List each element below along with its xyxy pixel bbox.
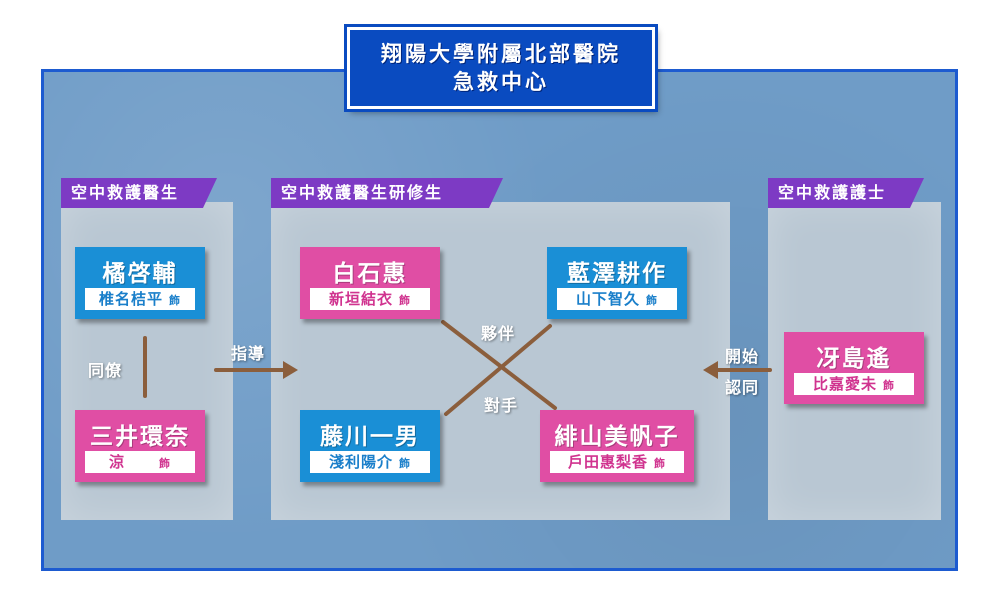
actor-name: 椎名桔平飾 <box>85 288 195 310</box>
actor-text: 戶田惠梨香 <box>567 453 648 471</box>
guide-arrowhead <box>283 361 298 379</box>
card-fujikawa: 藤川一男 淺利陽介飾 <box>300 410 440 482</box>
tab-nurse: 空中救護護士 <box>768 178 924 208</box>
actor-name: 新垣結衣飾 <box>310 288 430 310</box>
card-aizawa: 藍澤耕作 山下智久飾 <box>547 247 687 319</box>
actor-name: 戶田惠梨香飾 <box>550 451 684 473</box>
actor-suffix: 飾 <box>654 457 666 470</box>
role-name: 緋山美帆子 <box>554 424 680 450</box>
card-shiraishi: 白石惠 新垣結衣飾 <box>300 247 440 319</box>
actor-name: 涼飾 <box>85 451 195 473</box>
title-line2: 急救中心 <box>453 70 549 94</box>
actor-suffix: 飾 <box>883 379 895 392</box>
actor-text: 比嘉愛未 <box>812 375 877 393</box>
label-rival: 對手 <box>484 396 519 415</box>
role-name: 三井環奈 <box>90 424 190 450</box>
label-guide: 指導 <box>231 344 266 363</box>
actor-text: 淺利陽介 <box>328 453 393 471</box>
actor-name: 淺利陽介飾 <box>310 451 430 473</box>
card-tachibana: 橘啓輔 椎名桔平飾 <box>75 247 205 319</box>
actor-text: 椎名桔平 <box>98 290 163 308</box>
actor-text: 涼 <box>108 453 125 471</box>
actor-suffix: 飾 <box>169 294 181 307</box>
role-name: 橘啓輔 <box>102 261 178 287</box>
role-name: 白石惠 <box>332 261 408 287</box>
role-name: 藤川一男 <box>320 424 420 450</box>
actor-text: 山下智久 <box>575 290 640 308</box>
actor-suffix: 飾 <box>399 457 411 470</box>
cross-line-b <box>444 324 552 416</box>
actor-name: 山下智久飾 <box>557 288 677 310</box>
label-colleague: 同僚 <box>88 361 123 380</box>
begin-arrowhead <box>703 361 718 379</box>
actor-suffix: 飾 <box>159 457 171 470</box>
actor-suffix: 飾 <box>646 294 658 307</box>
card-mitsui: 三井環奈 涼飾 <box>75 410 205 482</box>
cross-line-a <box>441 320 557 410</box>
actor-text: 新垣結衣 <box>328 290 393 308</box>
title-line1: 翔陽大學附屬北部醫院 <box>381 42 621 66</box>
role-name: 冴島遙 <box>816 346 892 372</box>
label-begin: 開始 <box>725 347 760 366</box>
card-saejima: 冴島遙 比嘉愛未飾 <box>784 332 924 404</box>
tab-doctors: 空中救護醫生 <box>61 178 217 208</box>
title-box: 翔陽大學附屬北部醫院 急救中心 <box>347 27 655 109</box>
actor-suffix: 飾 <box>399 294 411 307</box>
label-approve: 認同 <box>725 378 760 397</box>
label-partner: 夥伴 <box>481 324 516 343</box>
card-hiyama: 緋山美帆子 戶田惠梨香飾 <box>540 410 694 482</box>
tab-residents: 空中救護醫生研修生 <box>271 178 503 208</box>
actor-name: 比嘉愛未飾 <box>794 373 914 395</box>
role-name: 藍澤耕作 <box>567 261 667 287</box>
